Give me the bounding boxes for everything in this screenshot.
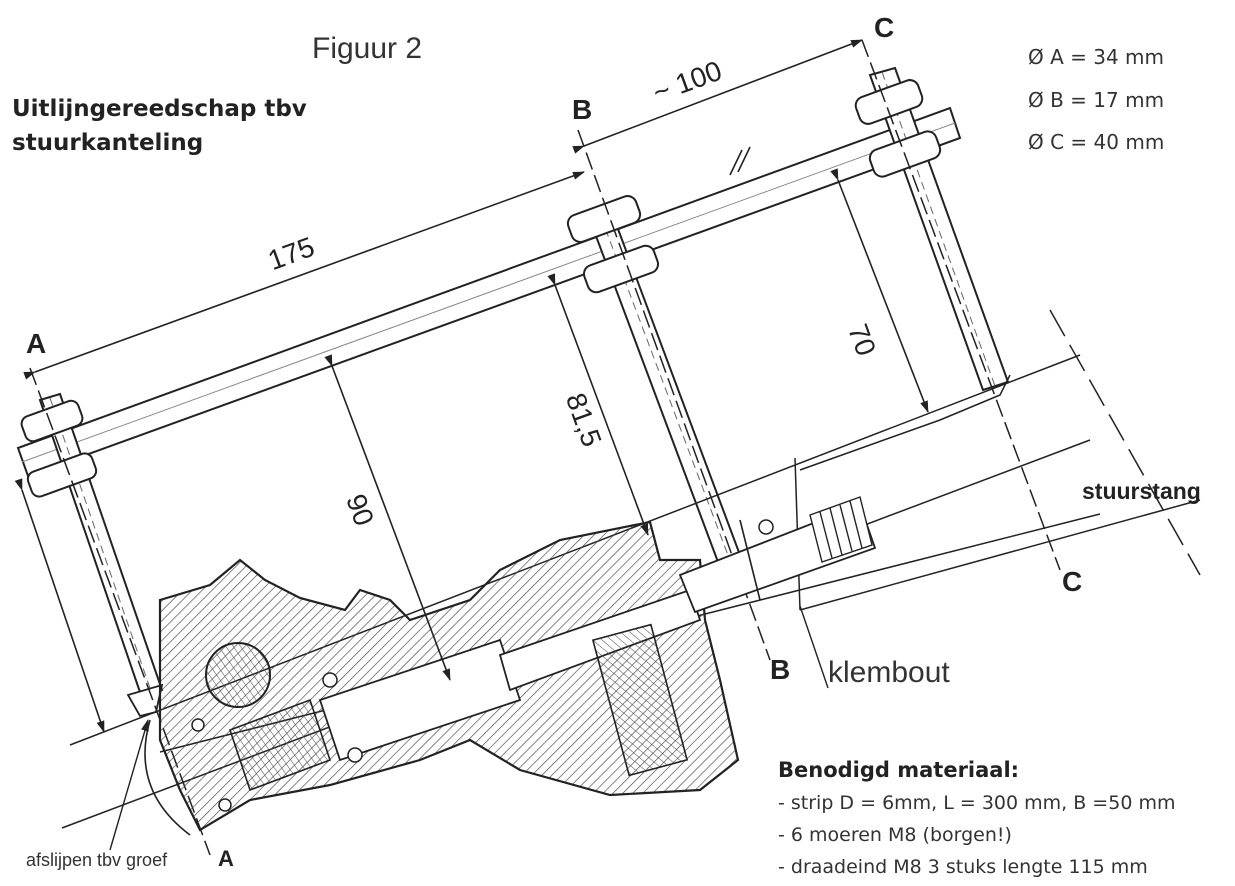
materials-heading: Benodigd materiaal: [778, 758, 1020, 782]
section-label-a-bottom: A [218, 846, 234, 871]
section-label-c-top: C [874, 12, 895, 43]
klembout-leader [799, 605, 829, 689]
figure-title: Figuur 2 [312, 32, 423, 65]
label-klembout: klembout [828, 656, 950, 689]
materials-item: - draadeind M8 3 stuks lengte 115 mm [778, 856, 1148, 878]
diameter-b: Ø B = 17 mm [1028, 88, 1165, 112]
diameter-c: Ø C = 40 mm [1028, 130, 1165, 154]
steering-box [158, 503, 877, 832]
dimension-lines [14, 39, 929, 733]
section-label-b-bottom: B [770, 654, 791, 685]
materials-item: - strip D = 6mm, L = 300 mm, B =50 mm [778, 792, 1176, 814]
section-label-b-top: B [572, 94, 593, 125]
section-label-c-bottom: C [1062, 566, 1083, 597]
title-line-2: stuurkanteling [12, 130, 204, 156]
groove-leader [109, 719, 149, 851]
materials-item: - 6 moeren M8 (borgen!) [778, 824, 1012, 846]
title-line-1: Uitlijngereedschap tbv [12, 96, 307, 122]
label-afslijpen: afslijpen tbv groef [26, 850, 168, 870]
label-stuurstang: stuurstang [1082, 478, 1201, 504]
section-label-a-top: A [26, 328, 47, 359]
splined-shaft-end [809, 496, 873, 563]
alignment-strip [16, 106, 962, 478]
diameter-a: Ø A = 34 mm [1028, 45, 1165, 69]
groove-arc [144, 719, 191, 836]
